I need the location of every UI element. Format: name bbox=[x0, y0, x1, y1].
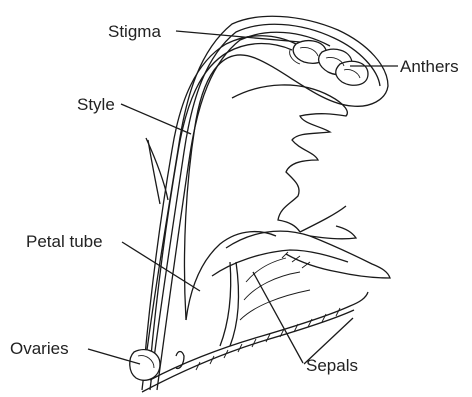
petal-tube-leader bbox=[122, 242, 200, 291]
label-sepals: Sepals bbox=[306, 356, 358, 375]
label-ovaries: Ovaries bbox=[10, 339, 69, 358]
label-stigma: Stigma bbox=[108, 22, 161, 41]
style-leader bbox=[121, 104, 191, 134]
anther-cluster bbox=[290, 41, 368, 86]
label-style: Style bbox=[77, 95, 115, 114]
label-anthers: Anthers bbox=[400, 57, 459, 76]
sepals-leader-1 bbox=[253, 272, 303, 363]
label-petal-tube: Petal tube bbox=[26, 232, 103, 251]
lower-petal-edge bbox=[232, 85, 347, 232]
